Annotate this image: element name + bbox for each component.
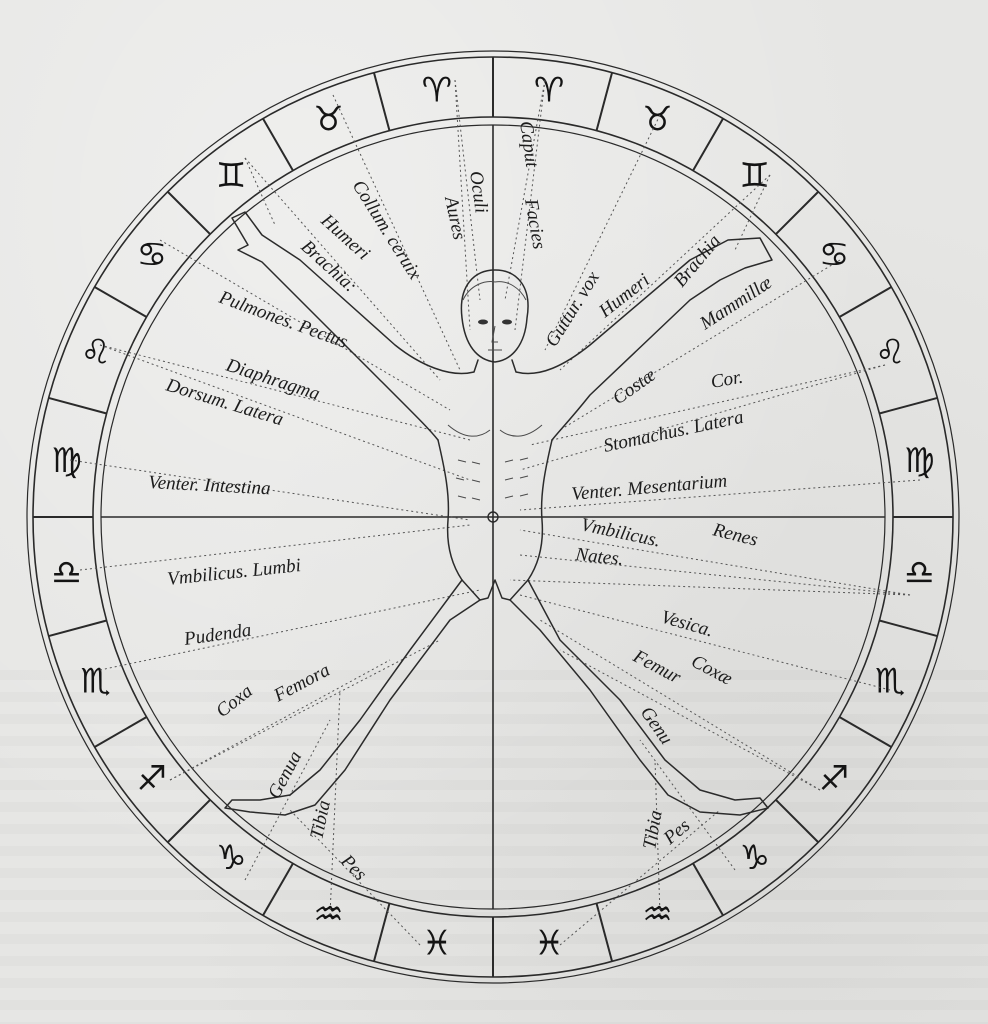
- label-genu: Genu: [636, 703, 677, 749]
- label-humeri-right: Humeri: [594, 270, 653, 323]
- zodiac-sign-sagittarius-right: ♐: [819, 759, 849, 799]
- ring-divider: [692, 862, 724, 916]
- ring-divider: [372, 72, 391, 131]
- label-pudenda: Pudenda: [182, 620, 253, 650]
- zodiac-sign-gemini-right: ♊: [740, 156, 770, 196]
- label-tibia-left: Tibia: [306, 798, 335, 841]
- ring-divider: [372, 903, 391, 962]
- label-pes-left: Pes: [336, 850, 371, 885]
- human-figure: [224, 211, 773, 816]
- label-collum-ceruix: Collum. ceruix: [348, 177, 426, 284]
- label-mammillae: Mammillæ: [695, 272, 776, 335]
- ring-divider: [48, 396, 107, 415]
- zodiac-sign-libra-right: ♎: [904, 553, 934, 593]
- ring-divider: [775, 191, 819, 235]
- zodiac-sign-taurus-left: ♉: [313, 100, 343, 140]
- zodiac-sign-leo-right: ♌: [875, 332, 905, 372]
- zodiac-ring: ♈♉♊♋♌♍♎♏♐♑♒♓♈♉♊♋♌♍♎♏♐♑♒♓: [26, 50, 960, 984]
- zodiac-sign-leo-left: ♌: [80, 332, 110, 372]
- label-genua: Genua: [264, 748, 306, 803]
- zodiac-sign-sagittarius-left: ♐: [137, 759, 167, 799]
- zodiac-sign-capricorn-left: ♑: [216, 838, 246, 878]
- zodiac-sign-virgo-right: ♍: [904, 441, 934, 481]
- label-venter-intestina: Venter. Intestina: [148, 472, 271, 499]
- label-stomachus-latera: Stomachus. Latera: [602, 407, 746, 457]
- ring-divider: [595, 903, 614, 962]
- zodiac-sign-cancer-right: ♋: [819, 235, 849, 275]
- zodiac-sign-scorpio-left: ♏: [80, 662, 110, 702]
- label-cor: Cor.: [709, 367, 744, 393]
- left-eye: [478, 319, 488, 325]
- ring-divider: [838, 716, 892, 748]
- label-nates: Nates.: [573, 544, 624, 570]
- zodiac-sign-pisces-right: ♓: [534, 923, 564, 963]
- label-coxae-right: Coxæ: [688, 651, 736, 690]
- ring-divider: [262, 862, 294, 916]
- label-facies: Facies: [520, 196, 550, 251]
- ring-divider: [94, 286, 148, 318]
- label-coxa-left: Coxa: [212, 681, 257, 722]
- zodiac-sign-aquarius-right: ♒: [642, 894, 672, 934]
- zodiac-sign-capricorn-right: ♑: [740, 838, 770, 878]
- ring-dividers: [33, 57, 953, 977]
- zodiac-sign-cancer-left: ♋: [137, 235, 167, 275]
- ring-divider: [595, 72, 614, 131]
- ring-divider: [879, 619, 938, 638]
- label-femora: Femora: [270, 660, 334, 707]
- ring-divider: [262, 118, 294, 172]
- label-vesica: Vesica.: [659, 607, 716, 642]
- correspondence-rays: [69, 79, 921, 946]
- ring-divider: [167, 799, 211, 843]
- navel-center-mark: [487, 511, 499, 523]
- ring-divider: [775, 799, 819, 843]
- ring-divider: [879, 396, 938, 415]
- label-vmbilicus-lumbi: Vmbilicus. Lumbi: [166, 555, 302, 590]
- zodiac-sign-scorpio-right: ♏: [875, 662, 905, 702]
- ring-divider: [167, 191, 211, 235]
- label-oculi: Oculi: [465, 170, 492, 215]
- label-pulmones-pectus: Pulmones. Pectus: [215, 287, 350, 353]
- zodiac-sign-gemini-left: ♊: [216, 156, 246, 196]
- ring-divider: [94, 716, 148, 748]
- right-eye: [502, 319, 512, 325]
- label-renes: Renes: [710, 519, 760, 551]
- head: [460, 269, 529, 363]
- zodiac-sign-virgo-left: ♍: [51, 441, 81, 481]
- zodiac-sign-aries-right: ♈: [534, 71, 564, 111]
- ring-divider: [838, 286, 892, 318]
- label-costae: Costæ: [609, 364, 660, 409]
- ring-divider: [692, 118, 724, 172]
- zodiac-sign-aries-left: ♈: [422, 71, 452, 111]
- zodiac-sign-libra-left: ♎: [51, 553, 81, 593]
- label-femur: Femur: [629, 645, 685, 688]
- zodiac-signs: ♈♉♊♋♌♍♎♏♐♑♒♓♈♉♊♋♌♍♎♏♐♑♒♓: [51, 71, 934, 964]
- zodiac-sign-aquarius-left: ♒: [313, 894, 343, 934]
- label-aures: Aures: [440, 193, 470, 242]
- ring-divider: [48, 619, 107, 638]
- zodiac-sign-pisces-left: ♓: [422, 923, 452, 963]
- label-guttur-vox: Guttur. vox: [541, 267, 604, 350]
